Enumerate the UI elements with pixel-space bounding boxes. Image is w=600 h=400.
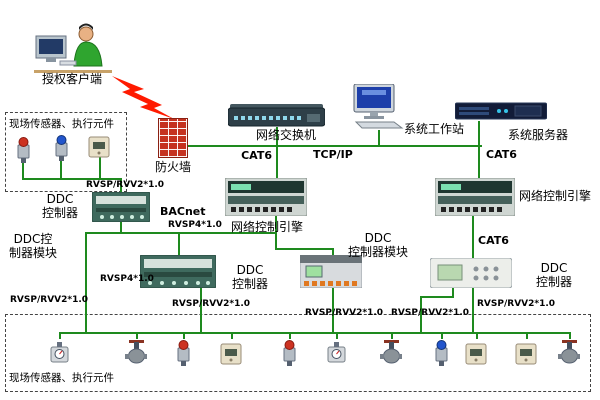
wire-label-cat6: CAT6 [478,234,509,247]
wire-bus-a [85,232,277,234]
wire-to-module [332,248,334,255]
valve-icon [558,339,580,364]
wire-sensor-stub [231,332,233,339]
wire-sensor-stub [136,332,138,339]
wire-ddc2-drop [200,288,202,332]
wire-label-rvspv: RVSP/RVV2*1.0 [172,299,251,309]
field-devices-box-bottom [5,314,591,392]
firewall-brick-icon [158,118,188,158]
thermostat-icon [515,343,537,365]
lightning-bolt-icon [112,76,174,119]
field-devices-box-top [5,112,127,192]
wire-rightddc-stub [452,288,454,296]
wire-label-rvspv: RVSP/RVV2*1.0 [391,308,470,318]
pressure-switch-icon [55,135,68,162]
ddc-controller-icon [430,258,512,288]
wire-tcpip-bus [188,145,482,147]
network-control-engine-icon [435,178,515,216]
wire-module-drop [332,288,334,332]
wire-sensor-stub [391,332,393,339]
pressure-switch-icon [17,137,30,164]
label-field-devices-bottom: 现场传感器、执行元件 [9,372,114,384]
wire-sensor-stub [441,332,443,339]
sensor-icon [327,341,346,363]
wire-field-bus [59,332,570,334]
network-control-engine-icon [225,178,307,216]
ddc-controller-icon [92,192,150,222]
rack-server-icon [455,102,547,120]
wire-label-cat6: CAT6 [486,148,517,161]
wire-sensor-stub [99,157,101,178]
wire-sensor-stub [526,332,528,339]
wire-rightddc-jog [420,296,454,298]
wire-sensor-stub [59,332,61,339]
label-field-devices-top: 现场传感器、执行元件 [9,118,114,130]
workstation-icon [353,84,404,129]
label-nce2: 网络控制引擎 [519,189,592,203]
wire-label-rvspv: RVSP/RVV2*1.0 [86,180,165,190]
wire-rightddc-drop1 [420,296,422,332]
valve-icon [125,339,147,364]
pressure-switch-icon [177,340,190,367]
wire-topfield-bus [22,178,121,180]
wire-rightddc-drop2 [472,288,474,332]
label-nce1: 网络控制引擎 [230,220,303,234]
wire-ddcleft-down [120,222,122,232]
wire-nce2-to-ddc [472,216,474,258]
valve-icon [380,339,402,364]
wire-sensor-stub [289,332,291,339]
label-authorized-client: 授权客户端 [41,72,102,86]
label-workstation: 系统工作站 [404,122,465,136]
thermostat-icon [220,343,242,365]
thermostat-icon [88,136,110,158]
wire-server-to-nce2 [478,121,480,178]
label-firewall: 防火墙 [154,160,191,174]
label-server: 系统服务器 [508,128,569,142]
wire-label-rvsp4: RVSP4*1.0 [168,220,222,230]
ddc-module-icon [300,255,362,288]
wire-label-tcpip: TCP/IP [313,148,353,161]
wire-sensor-stub [22,162,24,178]
wire-to-ddc2 [178,232,180,255]
wire-drop-left [85,232,87,332]
pressure-switch-icon [283,340,296,367]
sensor-icon [50,341,69,363]
thermostat-icon [465,343,487,365]
wire-label-rvsp4: RVSP4*1.0 [100,274,154,284]
wire-label-rvspv: RVSP/RVV2*1.0 [305,308,384,318]
wire-bus-b [275,248,334,250]
network-switch-icon [228,104,325,127]
person-at-computer-icon [34,23,112,73]
wire-label-rvspv: RVSP/RVV2*1.0 [477,299,556,309]
label-ddc-module-left: DDC控制器模块 [8,232,57,261]
wire-sensor-stub [336,332,338,339]
wire-sensor-stub [60,161,62,178]
wire-sensor-stub [183,332,185,339]
wire-sensor-stub [569,332,571,339]
wire-switch-to-nce1 [276,127,278,178]
wire-label-cat6: CAT6 [241,149,272,162]
label-network-switch: 网络交换机 [256,128,317,142]
pressure-switch-icon [435,340,448,367]
ddc-controller-icon [140,255,216,288]
wire-workstation-drop [378,130,380,145]
wire-sensor-stub [476,332,478,339]
wire-label-rvspv: RVSP/RVV2*1.0 [10,295,89,305]
wire-label-bacnet: BACnet [160,205,206,218]
wire-topfield-to-ddc [120,178,122,192]
